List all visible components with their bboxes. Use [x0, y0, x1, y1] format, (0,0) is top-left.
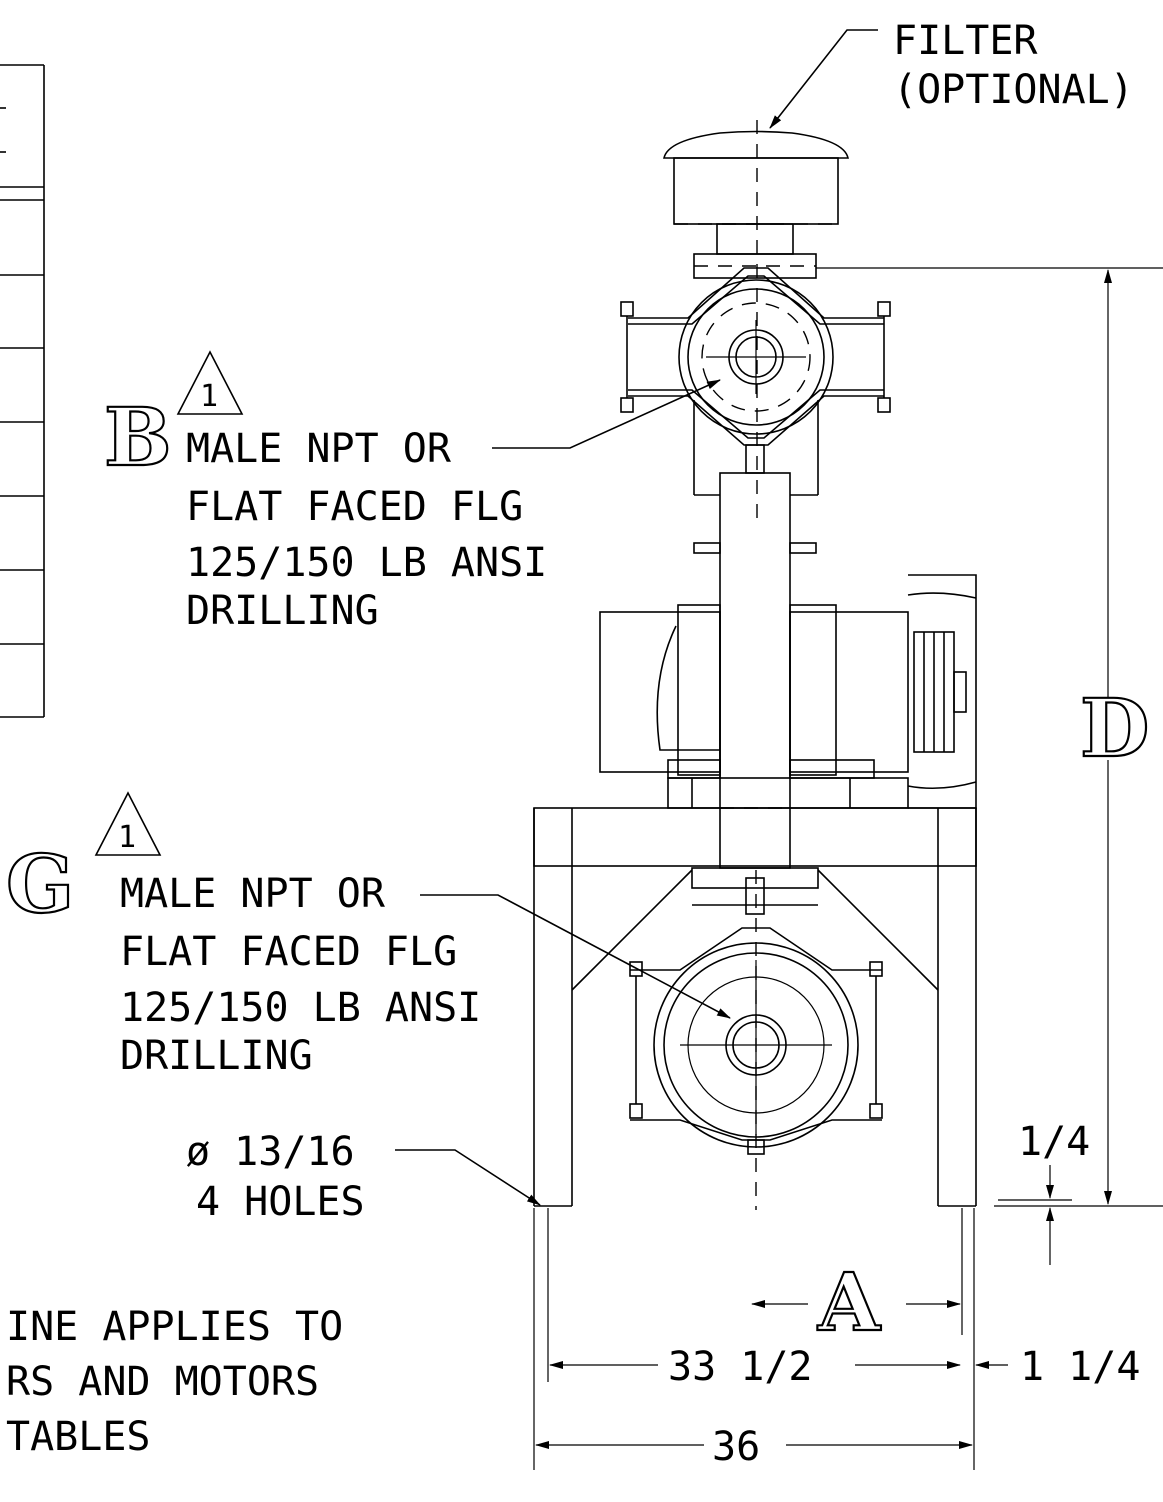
- edge-offset-value: 1 1/4: [1020, 1344, 1140, 1390]
- holes-callout: ø 13/16 4 HOLES: [186, 1129, 541, 1225]
- inlet-letter: B: [104, 390, 172, 484]
- dimension-inner-width: 33 1/2 1 1/4: [547, 1208, 1140, 1470]
- revision-mark-inlet: 1: [200, 379, 218, 414]
- inlet-line-2: FLAT FACED FLG: [186, 484, 523, 530]
- note-line-1: INE APPLIES TO: [6, 1304, 343, 1350]
- belt-guard: [907, 574, 977, 809]
- inner-width-value: 33 1/2: [668, 1344, 813, 1390]
- note-line-2: RS AND MOTORS: [6, 1359, 319, 1405]
- inlet-line-4: DRILLING: [186, 588, 379, 634]
- outlet-callout: 1 G MALE NPT OR FLAT FACED FLG 125/150 L…: [5, 791, 731, 1079]
- motor: [599, 604, 909, 809]
- revision-mark-outlet: 1: [118, 820, 136, 855]
- inlet-callout: 1 B MALE NPT OR FLAT FACED FLG 125/150 L…: [103, 350, 721, 634]
- base-frame: [533, 807, 977, 1210]
- inlet-port-housing: [620, 267, 891, 496]
- inlet-line-1: MALE NPT OR: [186, 426, 452, 472]
- outlet-port-housing: [629, 877, 883, 1155]
- base-thickness-value: 1/4: [1018, 1119, 1090, 1165]
- dimension-a: A: [751, 1208, 963, 1350]
- note-line-3: TABLES: [6, 1414, 151, 1460]
- data-table-edge: [0, 64, 45, 718]
- filter-label: FILTER: [893, 18, 1038, 64]
- filter-label-optional: (OPTIONAL): [893, 67, 1134, 113]
- filter-callout: FILTER (OPTIONAL): [769, 18, 1134, 129]
- height-letter: D: [1080, 681, 1149, 775]
- outlet-line-1: MALE NPT OR: [120, 871, 386, 917]
- hole-diameter: ø 13/16: [186, 1129, 355, 1175]
- offset-letter: A: [817, 1255, 881, 1349]
- hole-count: 4 HOLES: [196, 1179, 365, 1225]
- outlet-line-4: DRILLING: [120, 1033, 313, 1079]
- dimension-d: D: [816, 267, 1163, 1207]
- outlet-line-3: 125/150 LB ANSI: [120, 985, 481, 1031]
- dimension-overall-width: 36: [533, 1208, 973, 1470]
- outlet-line-2: FLAT FACED FLG: [120, 929, 457, 975]
- overall-width-value: 36: [712, 1424, 760, 1470]
- dimension-base-thickness: 1/4: [998, 1119, 1090, 1265]
- inlet-line-3: 125/150 LB ANSI: [186, 540, 547, 586]
- filter-silencer: [663, 120, 849, 520]
- general-note: INE APPLIES TO RS AND MOTORS TABLES: [6, 1304, 343, 1460]
- outlet-letter: G: [6, 837, 74, 931]
